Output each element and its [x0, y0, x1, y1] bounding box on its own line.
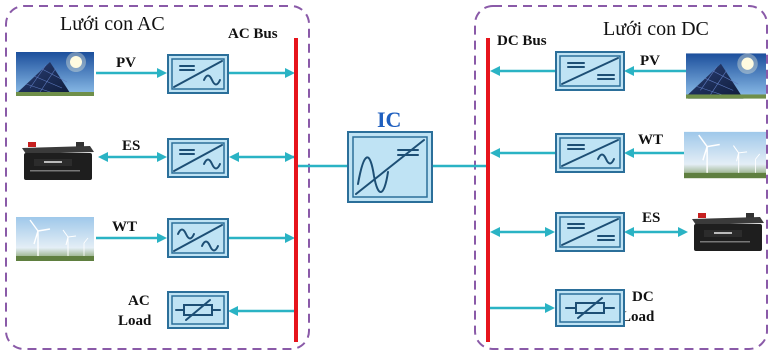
ac-es-battery-image: [18, 138, 96, 182]
dc-load-label-line1: DC: [632, 289, 654, 305]
dc-wt-wind-image: [684, 131, 766, 179]
dc-es-bus-arrow: [490, 227, 500, 237]
dc-es-conv-left-arrow: [545, 227, 555, 237]
dc-es-battery-image: [688, 209, 766, 253]
dc-load-arrow: [545, 303, 555, 313]
interlink-converter-icon: [347, 131, 433, 203]
dc-wt-converter-icon: [555, 133, 625, 173]
ac-es-converter-icon: [167, 138, 229, 178]
ac-load-label-line2: Load: [118, 313, 152, 329]
ac-es-right-arrow: [157, 152, 167, 162]
ac-pv-bus-arrow: [285, 68, 295, 78]
ac-es-label: ES: [122, 138, 140, 154]
ac-es-bus-arrow: [285, 152, 295, 162]
ac-wt-bus-arrow: [285, 233, 295, 243]
ac-load-label-line1: AC: [128, 293, 150, 309]
ac-bus-label: AC Bus: [228, 26, 278, 42]
interlink-label: IC: [377, 107, 401, 132]
dc-load-label-line2: Load: [621, 309, 655, 325]
dc-es-label: ES: [642, 210, 660, 226]
dc-pv-bus-arrow: [490, 66, 500, 76]
dc-pv-solar-image: [686, 52, 766, 100]
dc-grid-frame: [474, 5, 768, 350]
dc-pv-conv-arrow: [624, 66, 634, 76]
ac-pv-converter-icon: [167, 54, 229, 94]
ac-pv-solar-image: [16, 52, 94, 96]
dc-flows: [490, 66, 688, 313]
ac-load-icon: [167, 291, 229, 329]
ac-wt-flow-arrow: [157, 233, 167, 243]
ac-wt-wind-image: [16, 216, 94, 262]
ac-load-arrow: [228, 306, 238, 316]
ac-flows: [96, 68, 295, 316]
dc-load-icon: [555, 289, 625, 327]
dc-pv-label: PV: [640, 53, 660, 69]
ac-wt-converter-icon: [167, 218, 229, 258]
ac-pv-label: PV: [116, 55, 136, 71]
dc-wt-conv-arrow: [624, 148, 634, 158]
dc-grid-title: Lưới con DC: [603, 18, 709, 40]
dc-es-battery-arrow: [678, 227, 688, 237]
dc-es-converter-icon: [555, 212, 625, 252]
dc-es-conv-right-arrow: [624, 227, 634, 237]
dc-wt-label: WT: [638, 132, 663, 148]
ac-grid-title: Lưới con AC: [60, 13, 165, 35]
dc-wt-bus-arrow: [490, 148, 500, 158]
ac-pv-flow-arrow: [157, 68, 167, 78]
ac-es-conv-arrow: [229, 152, 239, 162]
dc-bus-label: DC Bus: [497, 33, 547, 49]
dc-pv-converter-icon: [555, 51, 625, 91]
ac-es-left-arrow: [98, 152, 108, 162]
ac-wt-label: WT: [112, 219, 137, 235]
